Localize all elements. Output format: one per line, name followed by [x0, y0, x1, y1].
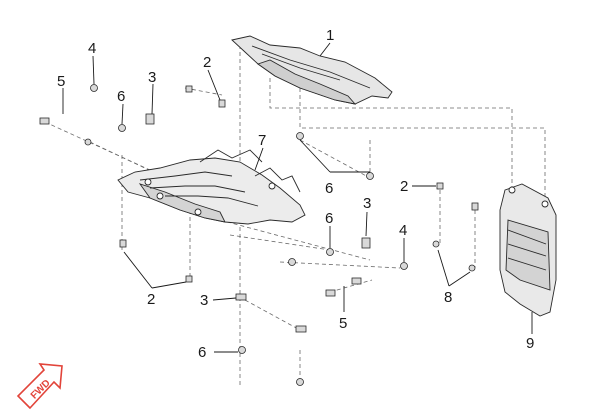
- fastener-clip: [436, 182, 444, 190]
- fastener-retainer: [39, 117, 50, 125]
- fastener-nut: [295, 325, 307, 333]
- callout-part-1: 1: [326, 27, 334, 44]
- fastener-bolt: [432, 240, 440, 248]
- callout-part-6: 6: [325, 180, 333, 197]
- callout-part-2: 2: [203, 54, 211, 71]
- callout-part-2: 2: [400, 178, 408, 195]
- fastener-bolt: [288, 258, 296, 266]
- fastener-retainer: [325, 289, 336, 297]
- callout-part-4: 4: [399, 222, 407, 239]
- callout-part-6: 6: [117, 88, 125, 105]
- fastener-nut: [235, 293, 247, 301]
- callout-part-5: 5: [339, 315, 347, 332]
- fastener-bolt: [84, 138, 92, 146]
- part-side-cover: [499, 183, 557, 317]
- fastener-clip: [471, 202, 479, 211]
- fastener-clip: [218, 99, 226, 108]
- assembly-line: [244, 299, 301, 331]
- part-lower-heat-shield: [117, 149, 306, 225]
- callout-part-2: 2: [147, 291, 155, 308]
- fwd-direction-arrow-icon: FWD: [16, 363, 63, 410]
- assembly-lines: [44, 45, 546, 385]
- fastener-screw: [90, 84, 98, 92]
- fastener-bolt: [366, 172, 374, 180]
- fastener-retainer: [351, 277, 362, 285]
- assembly-line: [329, 279, 373, 293]
- fastener-clip: [185, 275, 193, 283]
- assembly-line: [184, 87, 223, 96]
- fastener-bolt: [118, 124, 126, 132]
- fastener-bolt: [296, 378, 304, 386]
- fastener-bolt: [296, 132, 304, 140]
- leader-lines: [62, 42, 533, 353]
- assembly-line: [219, 219, 371, 261]
- assembly-line: [279, 261, 401, 269]
- fastener-bolt: [326, 248, 334, 256]
- assembly-line: [269, 78, 513, 190]
- fastener-nut: [361, 237, 371, 249]
- fastener-bolt: [468, 264, 476, 272]
- fastener-nut: [145, 113, 155, 125]
- callout-part-5: 5: [57, 73, 65, 90]
- assembly-line: [229, 234, 331, 251]
- assembly-line: [299, 88, 546, 200]
- callout-part-9: 9: [526, 335, 534, 352]
- fastener-bolt: [238, 346, 246, 354]
- callout-part-3: 3: [148, 69, 156, 86]
- callout-part-3: 3: [363, 195, 371, 212]
- fastener-clip: [119, 239, 127, 248]
- callout-part-6: 6: [198, 344, 206, 361]
- callout-part-8: 8: [444, 289, 452, 306]
- fastener-clip: [185, 85, 193, 93]
- callout-labels: 1 2 2 2 3 3 3 4 4 5 5 6 6 6 6 7 8 9: [57, 27, 534, 361]
- fastener-screw: [400, 262, 408, 270]
- callout-part-3: 3: [200, 292, 208, 309]
- callout-part-7: 7: [258, 132, 266, 149]
- callout-part-6: 6: [325, 210, 333, 227]
- part-upper-heat-shield: [231, 35, 393, 105]
- callout-part-4: 4: [88, 40, 96, 57]
- fasteners: [39, 84, 479, 386]
